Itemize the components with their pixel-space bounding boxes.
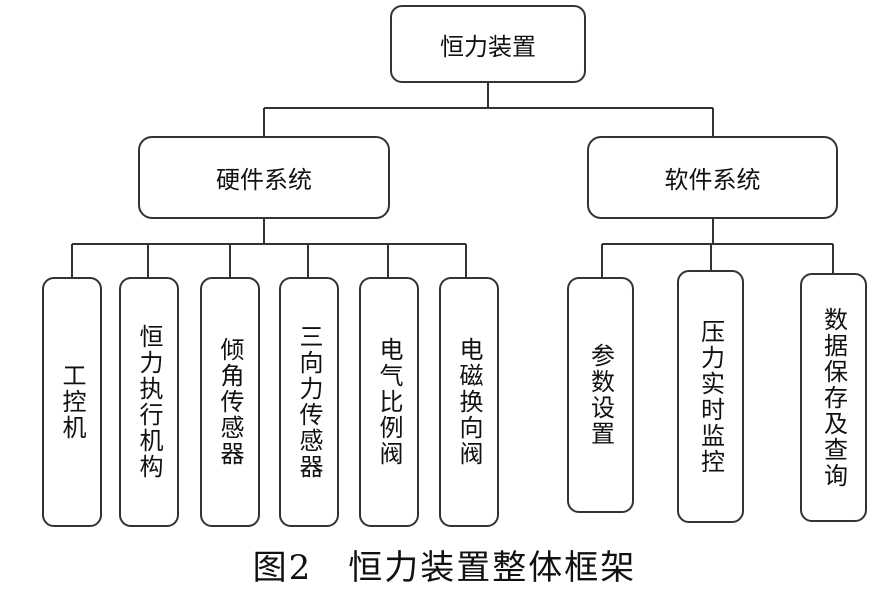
figure-caption: 图2 恒力装置整体框架 bbox=[252, 548, 637, 588]
leaf-label: 参数设置 bbox=[586, 343, 615, 447]
leaf-solenoid-valve: 电磁换向阀 bbox=[439, 277, 499, 527]
leaf-label: 三向力传感器 bbox=[295, 324, 323, 480]
leaf-label: 倾角传感器 bbox=[216, 337, 244, 467]
root-label: 恒力装置 bbox=[440, 32, 536, 61]
leaf-label: 数据保存及查询 bbox=[819, 306, 848, 489]
leaf-tilt-sensor: 倾角传感器 bbox=[200, 277, 260, 527]
leaf-label: 恒力执行机构 bbox=[135, 324, 163, 480]
leaf-label: 电气比例阀 bbox=[375, 337, 403, 467]
hardware-label: 硬件系统 bbox=[216, 166, 312, 194]
hardware-node: 硬件系统 bbox=[138, 136, 390, 219]
leaf-proportional-valve: 电气比例阀 bbox=[359, 277, 419, 527]
leaf-force-actuator: 恒力执行机构 bbox=[119, 277, 179, 527]
leaf-pressure-monitor: 压力实时监控 bbox=[677, 270, 744, 523]
leaf-label: 压力实时监控 bbox=[696, 318, 725, 475]
leaf-label: 工控机 bbox=[58, 363, 86, 441]
root-node: 恒力装置 bbox=[390, 5, 586, 83]
leaf-3axis-force-sensor: 三向力传感器 bbox=[279, 277, 339, 527]
leaf-industrial-pc: 工控机 bbox=[42, 277, 102, 527]
leaf-parameter-settings: 参数设置 bbox=[567, 277, 634, 513]
software-label: 软件系统 bbox=[664, 166, 761, 194]
software-node: 软件系统 bbox=[587, 136, 838, 219]
leaf-data-storage-query: 数据保存及查询 bbox=[800, 273, 867, 522]
leaf-label: 电磁换向阀 bbox=[455, 337, 483, 467]
